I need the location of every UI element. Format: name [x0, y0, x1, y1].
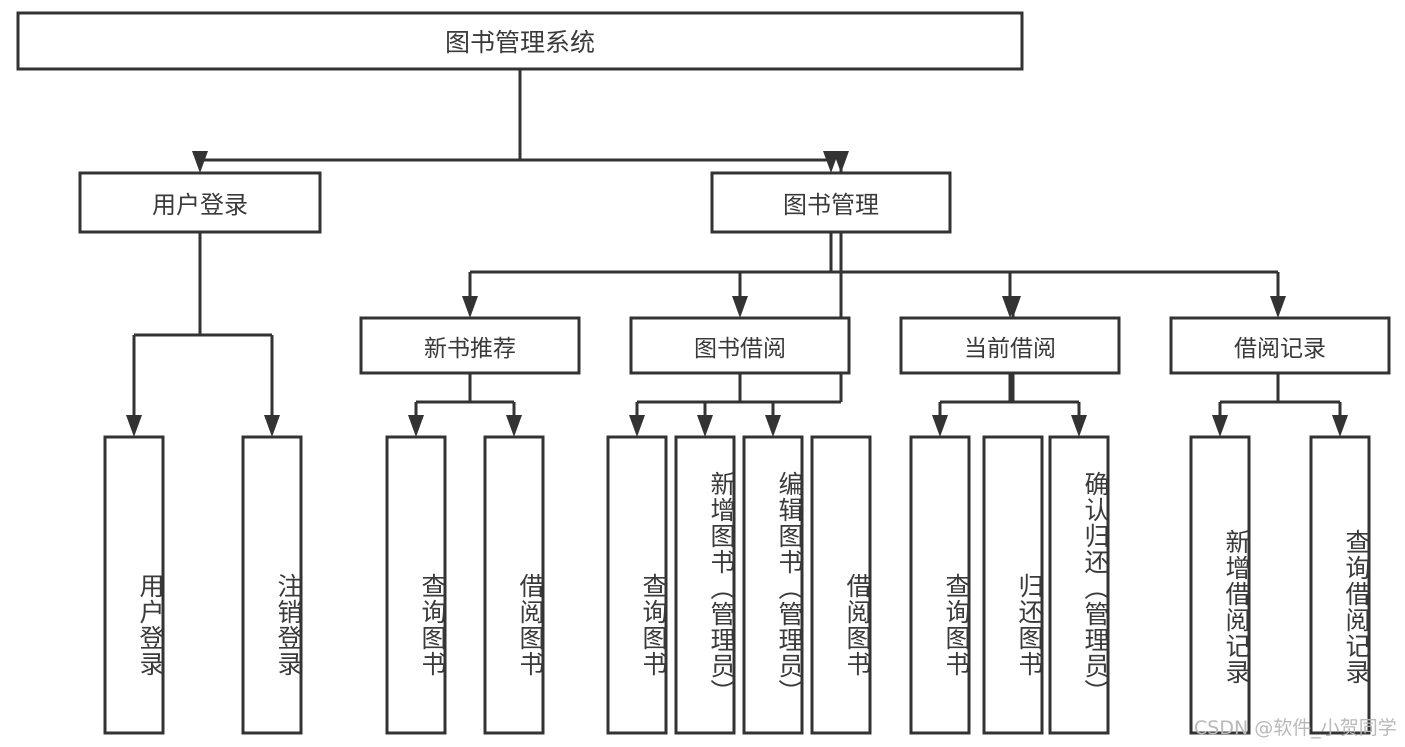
current-borrow-to-leaves-arrow-1 [1005, 296, 1021, 318]
user-login-to-leaves-arrow-1 [264, 415, 280, 437]
new-book-to-leaves-arrow-0 [408, 415, 424, 437]
current-borrow-to-leaves-arrow-0 [932, 415, 948, 437]
book-manage-to-level3-arrow-0 [462, 296, 478, 318]
box-layer [16, 11, 1391, 735]
leaf-node-3-借阅图书-box[interactable] [483, 435, 545, 735]
borrow-book-to-leaves-arrow-3 [833, 151, 849, 173]
connector-layer [126, 69, 1348, 437]
borrow-book-to-leaves-arrow-0 [629, 415, 645, 437]
borrow-book-to-leaves-arrow-1 [697, 415, 713, 437]
user-login-to-leaves-arrow-0 [126, 415, 142, 437]
root-node-box[interactable] [16, 11, 1024, 71]
root-to-level2-arrow-0 [192, 151, 208, 173]
borrow-record-to-leaves-arrow-0 [1212, 415, 1228, 437]
level3-node-2-当前借阅-box[interactable] [899, 316, 1121, 375]
book-manage-to-level3-arrow-3 [1270, 296, 1286, 318]
leaf-node-11-新增借阅记录-box[interactable] [1189, 435, 1251, 735]
level3-node-3-借阅记录-box[interactable] [1169, 316, 1391, 375]
book-manage-to-level3-arrow-1 [732, 296, 748, 318]
leaf-node-7-借阅图书-box[interactable] [810, 435, 872, 735]
current-borrow-to-leaves-arrow-2 [1071, 415, 1087, 437]
level2-node-1-图书管理-box[interactable] [710, 171, 952, 234]
leaf-node-9-归还图书-box[interactable] [982, 435, 1044, 735]
leaf-node-4-查询图书-box[interactable] [606, 435, 668, 735]
leaf-node-6-编辑图书管理员-box[interactable] [742, 435, 804, 735]
borrow-record-to-leaves-arrow-1 [1332, 415, 1348, 437]
leaf-node-1-注销登录-box[interactable] [241, 435, 303, 735]
new-book-to-leaves-arrow-1 [506, 415, 522, 437]
level3-node-1-图书借阅-box[interactable] [629, 316, 851, 375]
leaf-node-12-查询借阅记录-box[interactable] [1309, 435, 1371, 735]
leaf-node-5-新增图书管理员-box[interactable] [674, 435, 736, 735]
leaf-node-2-查询图书-box[interactable] [385, 435, 447, 735]
leaf-node-0-用户登录-box[interactable] [103, 435, 165, 735]
leaf-node-8-查询图书-box[interactable] [909, 435, 971, 735]
borrow-book-to-leaves-arrow-2 [765, 415, 781, 437]
level2-node-0-用户登录-box[interactable] [78, 171, 322, 234]
leaf-node-10-确认归还管理员-box[interactable] [1048, 435, 1110, 735]
level3-node-0-新书推荐-box[interactable] [359, 316, 581, 375]
